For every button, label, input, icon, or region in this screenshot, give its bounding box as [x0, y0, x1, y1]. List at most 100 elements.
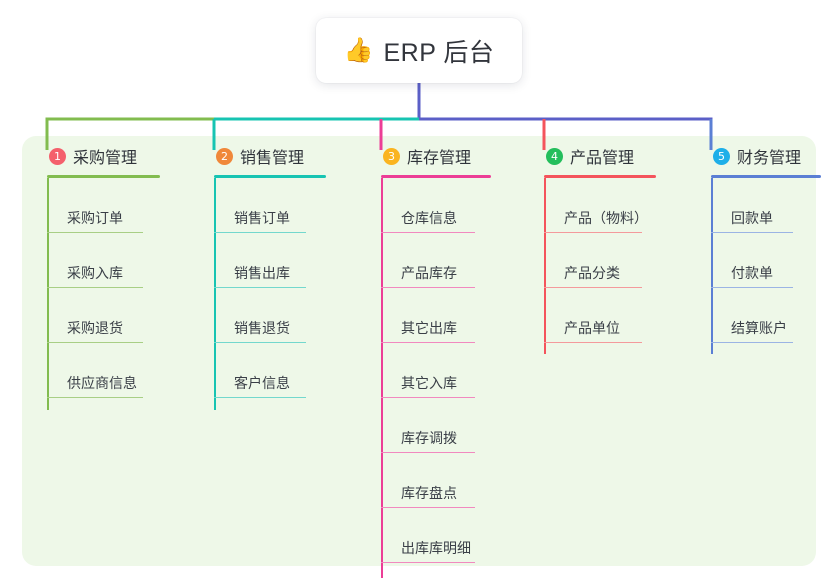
branch-item-label: 回款单 [731, 210, 773, 226]
branch-item[interactable]: 销售出库 [214, 233, 345, 288]
branch-label: 销售管理 [240, 150, 305, 167]
branch-spine [214, 178, 216, 410]
root-node[interactable]: 👍 ERP 后台 [316, 18, 522, 83]
branch-column-产品管理: 4 产品管理产品（物料） 产品分类产品单位 [530, 143, 680, 354]
branch-item[interactable]: 仓库信息 [381, 178, 517, 233]
branch-item-rule [47, 286, 143, 288]
branch-header-rule [381, 175, 491, 178]
branch-spine [47, 178, 49, 410]
branch-item-label: 其它入库 [401, 375, 457, 391]
branch-header-库存管理[interactable]: 3 库存管理 [367, 143, 517, 169]
branch-header-产品管理[interactable]: 4 产品管理 [530, 143, 680, 169]
branch-number-badge: 1 [49, 147, 66, 165]
branch-item-rule [711, 286, 793, 288]
branch-spine [381, 178, 383, 578]
branch-column-销售管理: 2 销售管理销售订单销售出库销售退货客户信息 [200, 143, 345, 410]
branch-item[interactable]: 付款单 [711, 233, 832, 288]
branch-header-采购管理[interactable]: 1 采购管理 [33, 143, 183, 169]
branch-item[interactable]: 库存盘点 [381, 453, 517, 508]
branch-item-rule [214, 286, 306, 288]
branch-item-label: 产品分类 [564, 265, 620, 281]
branch-item[interactable]: 产品分类 [544, 233, 680, 288]
branch-item-rule [47, 231, 143, 233]
branch-item-label: 仓库信息 [401, 210, 457, 226]
branch-label: 采购管理 [73, 150, 138, 167]
branch-item-label: 产品（物料） [564, 210, 648, 226]
branch-item[interactable]: 采购入库 [47, 233, 183, 288]
branch-number-badge: 3 [383, 147, 400, 165]
branch-item-label: 库存调拨 [401, 430, 457, 446]
branch-header-rule [544, 175, 656, 178]
branch-item-label: 销售订单 [234, 210, 290, 226]
branch-item-label: 采购入库 [67, 265, 123, 281]
branch-item-rule [381, 561, 475, 563]
branch-item-label: 客户信息 [234, 375, 290, 391]
branch-item-label: 付款单 [731, 265, 773, 281]
branch-number-badge: 4 [546, 147, 563, 165]
branch-header-财务管理[interactable]: 5 财务管理 [697, 143, 832, 169]
branch-item-rule [214, 231, 306, 233]
branch-item[interactable]: 销售退货 [214, 288, 345, 343]
branch-header-rule [214, 175, 326, 178]
branch-items: 销售订单销售出库销售退货客户信息 [200, 178, 345, 410]
branch-item[interactable]: 产品单位 [544, 288, 680, 343]
branch-column-财务管理: 5 财务管理回款单付款单结算账户 [697, 143, 832, 354]
branch-item-rule [47, 396, 143, 398]
branch-item-rule [381, 451, 475, 453]
branch-item-rule [214, 396, 306, 398]
root-node-label: ERP 后台 [383, 38, 495, 67]
branch-item[interactable]: 采购退货 [47, 288, 183, 343]
branch-item[interactable]: 库存调拨 [381, 398, 517, 453]
branch-item[interactable]: 产品（物料） [544, 178, 680, 233]
branch-item-label: 出库库明细 [401, 540, 471, 556]
branch-item[interactable]: 回款单 [711, 178, 832, 233]
branch-item[interactable]: 其它出库 [381, 288, 517, 343]
branch-item-label: 结算账户 [731, 320, 787, 336]
branch-item-rule [711, 341, 793, 343]
branch-item[interactable]: 其它入库 [381, 343, 517, 398]
branch-item-label: 其它出库 [401, 320, 457, 336]
branch-item-label: 采购退货 [67, 320, 123, 336]
branch-label: 库存管理 [407, 150, 472, 167]
branch-item-rule [381, 396, 475, 398]
branch-item-rule [381, 341, 475, 343]
branch-number-badge: 5 [713, 147, 730, 165]
branch-column-采购管理: 1 采购管理采购订单采购入库采购退货供应商信息 [33, 143, 183, 410]
branch-label: 财务管理 [737, 150, 802, 167]
branch-items: 采购订单采购入库采购退货供应商信息 [33, 178, 183, 410]
branch-item[interactable]: 结算账户 [711, 288, 832, 343]
branch-item[interactable]: 出库库明细 [381, 508, 517, 563]
branch-header-rule [711, 175, 821, 178]
branch-item-rule [381, 231, 475, 233]
branch-item[interactable]: 产品库存 [381, 233, 517, 288]
branch-item-rule [381, 506, 475, 508]
branch-item-rule [544, 286, 642, 288]
thumbs-up-icon: 👍 [343, 36, 374, 64]
branch-item-label: 采购订单 [67, 210, 123, 226]
branch-item-rule [544, 231, 642, 233]
branch-item-label: 产品库存 [401, 265, 457, 281]
branch-spine [711, 178, 713, 354]
branch-spine [544, 178, 546, 354]
branch-item[interactable]: 客户信息 [214, 343, 345, 398]
branches-panel [22, 136, 816, 566]
branch-item-rule [47, 341, 143, 343]
branch-header-rule [47, 175, 160, 178]
branch-item[interactable]: 销售订单 [214, 178, 345, 233]
branch-item-label: 销售出库 [234, 265, 290, 281]
branch-items: 产品（物料） 产品分类产品单位 [530, 178, 680, 354]
branch-item-rule [711, 231, 793, 233]
branch-item-label: 供应商信息 [67, 375, 137, 391]
branch-item[interactable]: 供应商信息 [47, 343, 183, 398]
branch-item-label: 产品单位 [564, 320, 620, 336]
branch-item-rule [381, 286, 475, 288]
branch-number-badge: 2 [216, 147, 233, 165]
branch-item-label: 库存盘点 [401, 485, 457, 501]
branch-header-销售管理[interactable]: 2 销售管理 [200, 143, 345, 169]
branch-items: 回款单付款单结算账户 [697, 178, 832, 354]
branch-label: 产品管理 [570, 150, 635, 167]
branch-column-库存管理: 3 库存管理仓库信息产品库存其它出库其它入库库存调拨库存盘点出库库明细 [367, 143, 517, 578]
branch-item-rule [544, 341, 642, 343]
branch-item[interactable]: 采购订单 [47, 178, 183, 233]
